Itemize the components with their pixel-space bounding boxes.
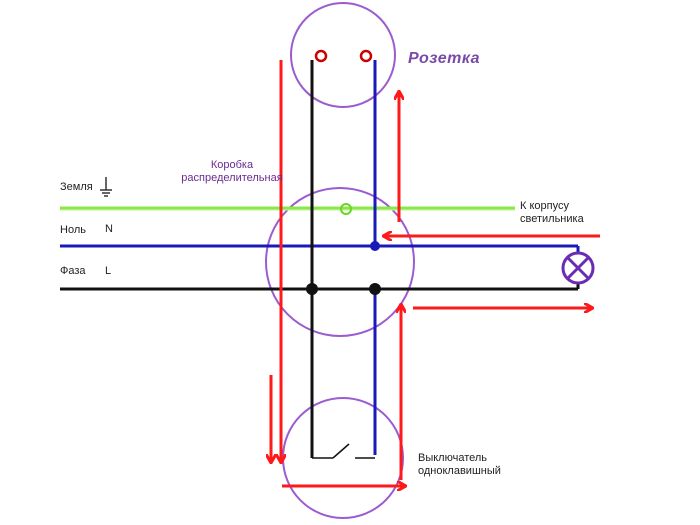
socket-circle xyxy=(290,2,396,108)
junction-dot-neutral xyxy=(370,241,380,251)
socket-label: Розетка xyxy=(408,50,481,67)
junction-box-label: Коробка распределительная xyxy=(168,159,296,185)
switch-contacts xyxy=(312,443,375,459)
switch-label-line1: Выключатель xyxy=(418,452,488,464)
junction-dot-phase-left xyxy=(306,283,318,295)
lamp-body-label: К корпусу светильника xyxy=(520,200,584,226)
neutral-wire xyxy=(60,60,580,455)
neutral-letter: N xyxy=(105,223,113,235)
neutral-label: Ноль xyxy=(60,224,86,236)
socket-pin-left xyxy=(314,49,328,63)
lamp-body-label-line2: светильника xyxy=(520,213,584,225)
socket-pin-right xyxy=(359,49,373,63)
phase-label: Фаза xyxy=(60,265,86,277)
phase-wire xyxy=(60,60,580,458)
ground-symbol-icon xyxy=(100,177,112,197)
junction-box-label-line2: распределительная xyxy=(181,172,283,184)
switch-label-line2: одноклавишный xyxy=(418,465,501,477)
junction-dot-phase-right xyxy=(369,283,381,295)
switch-label: Выключатель одноклавишный xyxy=(418,452,501,478)
lamp-body-label-line1: К корпусу xyxy=(520,200,569,212)
junction-box-label-line1: Коробка xyxy=(210,159,254,171)
switch-circle xyxy=(282,397,404,519)
lamp-icon xyxy=(561,251,595,285)
junction-box-circle xyxy=(265,187,415,337)
phase-letter: L xyxy=(105,265,112,277)
ground-wire xyxy=(60,203,515,215)
current-flow-arrows xyxy=(271,60,600,486)
ground-label: Земля xyxy=(60,181,93,193)
